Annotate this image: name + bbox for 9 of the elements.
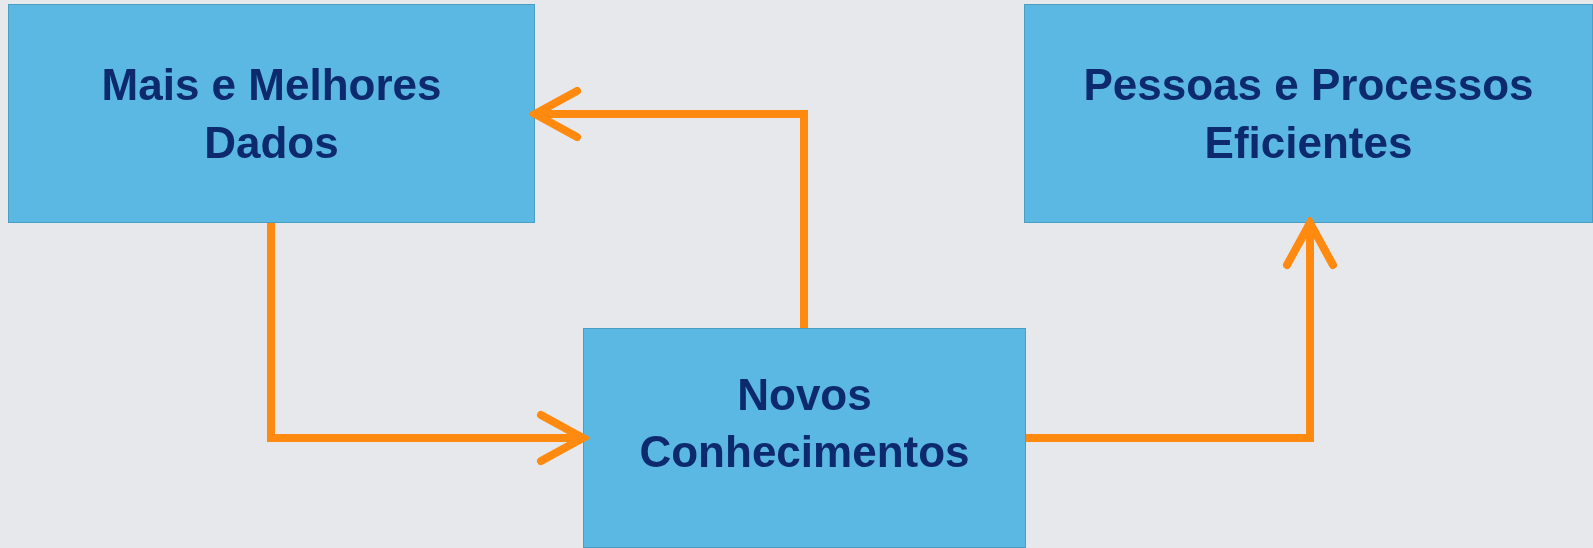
process-box: [583, 328, 1026, 548]
box-label: Novos Conhecimentos: [638, 368, 971, 478]
process-box: [8, 4, 535, 223]
process-box: [1024, 4, 1593, 223]
box-label: Mais e Melhores Dados: [100, 59, 443, 169]
arrow: [1026, 219, 1337, 442]
arrow: [531, 87, 808, 328]
box-label: Pessoas e Processos Eficientes: [1082, 59, 1535, 169]
arrow: [267, 223, 587, 465]
